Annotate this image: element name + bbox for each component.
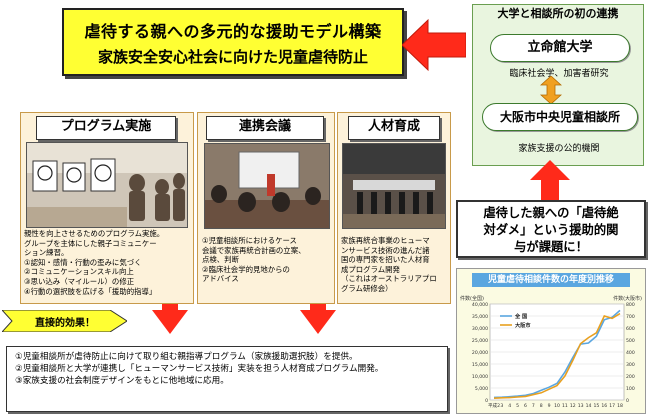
result-item: ①児童相談所が虐待防止に向けて取り組む親指導プログラム（家族援助選択肢）を提供。 xyxy=(15,352,358,362)
x-tick-label: 10 xyxy=(554,403,560,409)
chart-title: 児童虐待相談件数の年度別推移 xyxy=(472,273,630,287)
training-line: 国の専門家を招いた人材育 xyxy=(341,255,430,265)
legend-label: 全 国 xyxy=(514,312,527,320)
arrow-left-icon xyxy=(402,18,466,72)
center-box: 大阪市中央児童相談所 xyxy=(482,103,638,131)
down-arrow-icon xyxy=(152,304,188,334)
partnership-header: 大学と相談所の初の連携 xyxy=(497,7,619,20)
up-arrow-icon xyxy=(530,160,570,200)
program-heading: プログラム実施 xyxy=(36,116,176,140)
effect-label: 直接的効果！ xyxy=(35,318,95,329)
y-tick-left: 20,000 xyxy=(472,350,488,356)
y-tick-left: 35,000 xyxy=(472,314,488,320)
university-box: 立命館大学 xyxy=(490,34,630,62)
x-tick-label: 3 xyxy=(500,403,503,409)
x-tick-label: 13 xyxy=(578,403,584,409)
meeting-line: ②臨床社会学的見地からの xyxy=(202,264,290,274)
x-tick-label: 15 xyxy=(593,403,599,409)
y-tick-right: 500 xyxy=(626,338,635,344)
training-line: グラム研修会） xyxy=(341,283,393,293)
training-line: （これはオーストラリアプロ xyxy=(341,274,437,284)
x-tick-label: 9 xyxy=(548,403,551,409)
university-subtitle: 臨床社会学、加害者研究 xyxy=(509,69,609,79)
main-title-box: 虐待する親への多元的な援助モデル構築 家族安全安心社会に向けた児童虐待防止 xyxy=(62,8,404,76)
series-line xyxy=(493,309,621,399)
y-tick-right: 400 xyxy=(626,350,635,356)
down-arrow-icon xyxy=(300,304,336,334)
y-tick-right: 100 xyxy=(626,386,635,392)
y-tick-left: 10,000 xyxy=(472,374,488,380)
left-axis-label: 件数(全国) xyxy=(460,295,484,302)
program-description: 親性を向上させるためのプログラム実施。 グループを主体にした親子コミュニケー シ… xyxy=(24,229,164,296)
x-tick-label: 11 xyxy=(562,403,568,409)
meeting-line: 点検、判断 xyxy=(202,255,239,265)
x-tick-label: 12 xyxy=(570,403,576,409)
x-tick-label: 6 xyxy=(524,403,527,409)
y-tick-right: 700 xyxy=(626,314,635,320)
result-item: ③家族支援の社会制度デザインをもとに他地域に応用。 xyxy=(15,376,229,386)
results-box: ①児童相談所が虐待防止に向けて取り組む親指導プログラム（家族援助選択肢）を提供。… xyxy=(6,346,448,412)
meeting-line: 会議で家族再統合計画の立案、 xyxy=(202,245,306,255)
effect-label-shape xyxy=(2,310,127,332)
training-photo xyxy=(342,143,446,229)
meeting-heading: 連携会議 xyxy=(206,116,324,140)
center-subtitle: 家族支援の公的機関 xyxy=(518,144,600,154)
y-tick-left: 15,000 xyxy=(472,362,488,368)
bidirectional-arrow-icon xyxy=(540,76,562,104)
main-title-line2: 家族安全安心社会に向けた児童虐待防止 xyxy=(97,48,368,66)
y-tick-right: 600 xyxy=(626,326,635,332)
program-line: ④行動の選択肢を広げる「援助的指導」 xyxy=(24,286,157,296)
y-tick-right: 300 xyxy=(626,362,635,368)
program-line: グループを主体にした親子コミュニケー xyxy=(24,238,157,248)
program-line: ①認知・感情・行動の歪みに気づく xyxy=(24,257,142,267)
series-line xyxy=(493,312,621,399)
y-tick-left: 0 xyxy=(485,398,488,404)
y-tick-right: 0 xyxy=(626,398,629,404)
x-tick-label: 17 xyxy=(609,403,615,409)
x-tick-label: 16 xyxy=(601,403,607,409)
x-tick-label: 平成2 xyxy=(488,402,500,409)
trend-chart: 0 5,000 10,000 15,000 20,000 25,000 30,000 35,0… xyxy=(460,295,642,409)
x-tick-label: 18 xyxy=(617,403,623,409)
x-tick-label: 4 xyxy=(508,403,511,409)
y-tick-left: 30,000 xyxy=(472,326,488,332)
program-photo xyxy=(26,142,188,228)
meeting-description: ①児童相談所におけるケース 会議で家族再統合計画の立案、 点検、判断 ②臨床社会… xyxy=(202,236,305,284)
program-line: 親性を向上させるためのプログラム実施。 xyxy=(24,229,165,238)
y-tick-right: 800 xyxy=(626,302,635,308)
y-tick-left: 40,000 xyxy=(472,302,488,308)
training-description: 家族再統合事業のヒューマ ンサービス技術の進んだ諸 国の専門家を招いた人材育 成… xyxy=(341,236,437,294)
x-tick-label: 5 xyxy=(516,403,519,409)
program-line: ション練習。 xyxy=(24,248,69,258)
y-tick-left: 25,000 xyxy=(472,338,488,344)
x-tick-label: 8 xyxy=(540,403,543,409)
training-line: ンサービス技術の進んだ諸 xyxy=(341,245,430,255)
meeting-photo xyxy=(204,143,330,229)
right-axis-label: 件数(大阪市) xyxy=(613,295,642,302)
issue-line: 虐待した親への「虐待絶 xyxy=(483,206,619,220)
legend-label: 大阪市 xyxy=(515,321,531,329)
main-title-line1: 虐待する親への多元的な援助モデル構築 xyxy=(84,22,382,41)
x-tick-label: 14 xyxy=(586,403,592,409)
program-line: ②コミュニケーションスキル向上 xyxy=(24,267,134,277)
meeting-line: ①児童相談所におけるケース xyxy=(202,236,297,245)
training-line: 成プログラム開発 xyxy=(341,264,400,274)
issue-box: 虐待した親への「虐待絶 対ダメ」という援助的関 与が課題に！ xyxy=(456,200,646,258)
program-line: ③思い込み（マイルール）の修正 xyxy=(24,276,135,286)
training-line: 家族再統合事業のヒューマ xyxy=(341,236,430,245)
meeting-line: アドバイス xyxy=(202,274,239,284)
training-heading: 人材育成 xyxy=(348,116,440,140)
y-tick-right: 200 xyxy=(626,374,635,380)
y-tick-left: 5,000 xyxy=(475,386,488,392)
result-item: ②児童相談所と大学が連携し「ヒューマンサービス技術」実装を担う人材育成プログラム… xyxy=(15,364,384,374)
x-tick-label: 7 xyxy=(532,403,535,409)
issue-line: 与が課題に！ xyxy=(514,240,588,254)
issue-line: 対ダメ」という援助的関 xyxy=(483,223,619,237)
